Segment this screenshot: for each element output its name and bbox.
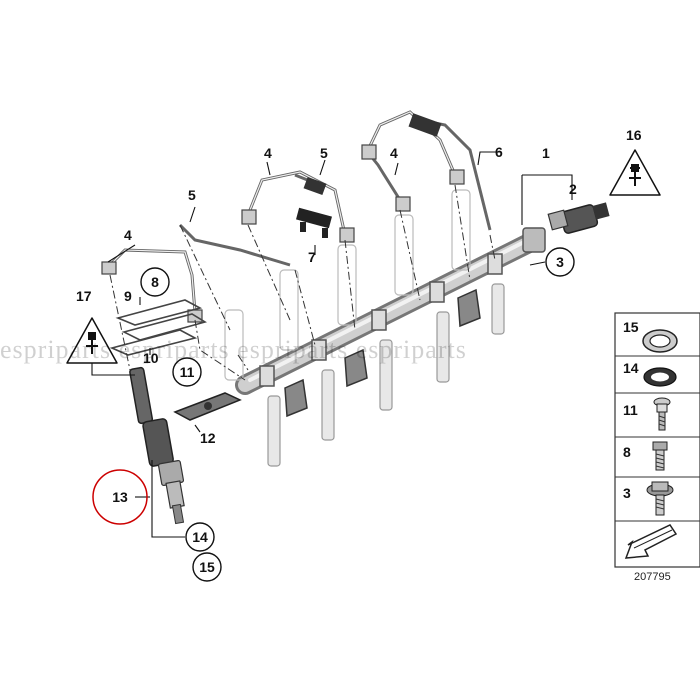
line-holder [303,176,327,196]
callout-9: 9 [124,288,132,304]
callout-10: 10 [143,350,159,366]
callout-labels: 1 2 4 5 4 6 5 7 4 16 17 9 10 12 [76,127,642,446]
panel-item-label: 14 [623,360,639,376]
line-holder [408,113,442,137]
panel-item-label: 3 [623,485,631,501]
callout-11: 11 [180,364,195,380]
callout-17: 17 [76,288,92,304]
callout-4: 4 [264,145,272,161]
callout-4: 4 [390,145,398,161]
panel-item-label: 8 [623,444,631,460]
installation-axis-lines [109,184,496,381]
callout-4: 4 [124,227,132,243]
circled-callout-15: 15 [192,552,222,582]
callout-12: 12 [200,430,216,446]
ghost-injectors [224,189,471,381]
rail-injectors [267,283,505,467]
holder-part-7 [296,207,332,238]
o-ring-icon [643,367,677,387]
circled-callout-11: 11 [172,357,202,387]
injector-part-13 [129,366,185,525]
callout-6: 6 [495,144,503,160]
callout-5: 5 [320,145,328,161]
high-pressure-warning-icon [609,149,661,196]
fuel-rail [235,227,546,395]
circled-callout-3: 3 [545,247,575,277]
callout-8: 8 [151,274,159,290]
small-parts-panel: 15 14 11 8 3 [614,312,700,568]
highlighted-callout-13: 13 [92,469,148,525]
orientation-arrow-icon [624,524,678,559]
callout-15: 15 [199,559,215,575]
injector-clamp-part-12 [173,392,242,421]
collar-screw-icon [646,481,674,516]
callout-13: 13 [112,489,128,505]
callout-7: 7 [308,249,316,265]
rail-injector-ports [259,253,503,387]
panel-item-label: 11 [623,402,638,418]
injector-seal-plates [109,299,207,356]
callout-3: 3 [556,254,564,270]
watermark-text: espriparts espriparts espriparts espripa… [0,335,467,364]
bolt-icon [652,441,668,471]
diagram-reference-number: 207795 [634,571,671,583]
circled-callout-8: 8 [140,267,170,297]
rail-mounting-brackets [284,288,481,418]
callout-14: 14 [192,529,208,545]
callout-5: 5 [188,187,196,203]
screw-icon [653,397,671,431]
leader-lines [91,151,636,538]
pressure-sensor [547,202,610,234]
callout-2: 2 [569,181,577,197]
circled-callout-14: 14 [185,522,215,552]
high-pressure-warning-icon [66,317,118,364]
callout-1: 1 [542,145,550,161]
callout-16: 16 [626,127,642,143]
panel-item-label: 15 [623,319,639,335]
sealing-ring-icon [642,329,678,353]
